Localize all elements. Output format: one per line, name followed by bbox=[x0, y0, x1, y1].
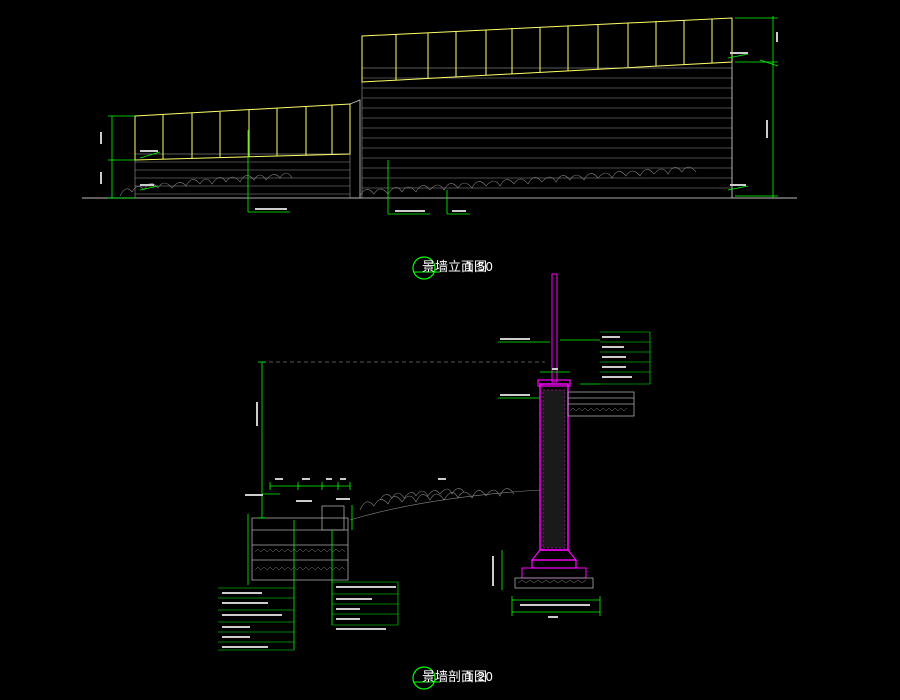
section-left-planter bbox=[251, 505, 349, 581]
section-note-block-left bbox=[218, 587, 294, 651]
high-wall-glass-panels bbox=[361, 17, 733, 83]
elevation-shrubs bbox=[119, 166, 697, 197]
section-annotation-marks bbox=[222, 336, 632, 648]
section-glass-post bbox=[551, 273, 558, 383]
low-wall-glass-panels bbox=[134, 103, 351, 161]
elevation-annotation-marks bbox=[100, 32, 778, 212]
wall-elevation: 景墙立面图 1:50 bbox=[82, 16, 797, 280]
section-title: 景墙剖面图 bbox=[422, 670, 487, 685]
section-title-symbol bbox=[412, 666, 436, 690]
section-wall-body bbox=[530, 379, 578, 569]
elevation-scale: 1:50 bbox=[466, 260, 493, 274]
elevation-title-symbol bbox=[412, 256, 436, 280]
elevation-title: 景墙立面图 bbox=[422, 260, 487, 275]
elevation-dimensions bbox=[108, 16, 779, 215]
section-scale: 1:20 bbox=[466, 670, 493, 684]
high-wall-brick bbox=[361, 67, 733, 199]
section-footing bbox=[514, 567, 594, 589]
section-dimensions bbox=[247, 339, 601, 650]
section-note-block-right bbox=[600, 331, 651, 385]
section-right-paving bbox=[567, 391, 635, 417]
low-wall-brick bbox=[134, 153, 351, 199]
wall-step-connection bbox=[349, 99, 361, 198]
section-note-block-center bbox=[332, 581, 399, 626]
section-planting-slope bbox=[349, 488, 541, 521]
wall-section: 景墙剖面图 1:20 bbox=[218, 273, 651, 690]
